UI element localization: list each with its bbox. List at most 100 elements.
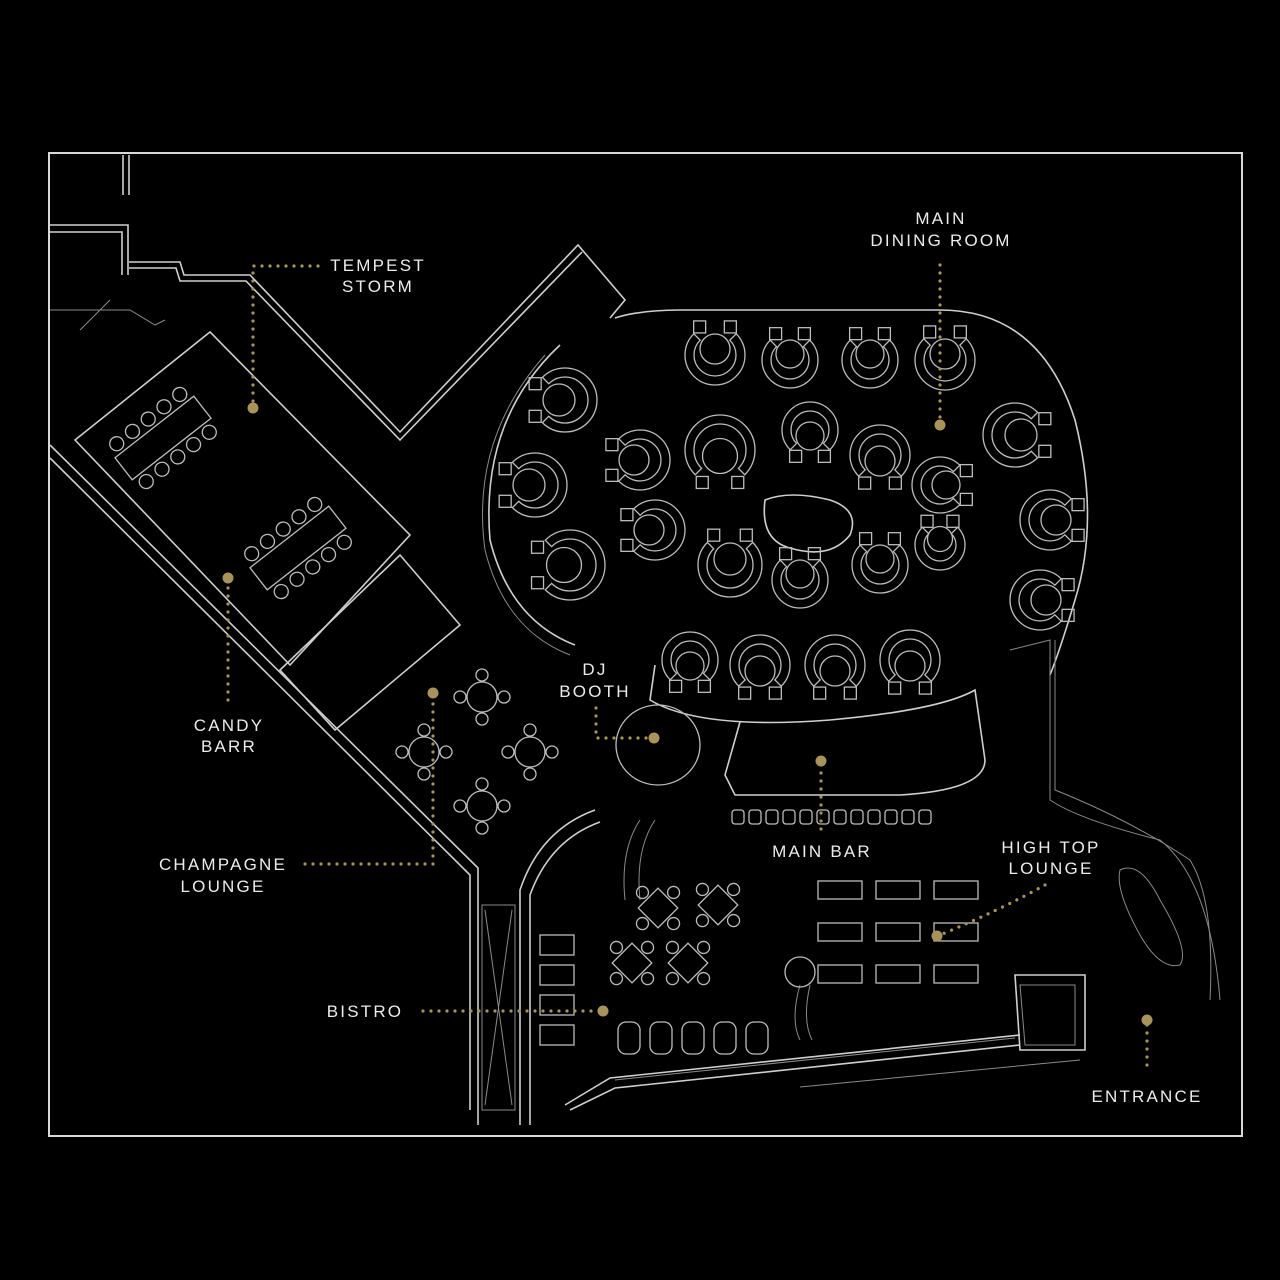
walls bbox=[49, 155, 1221, 1125]
booth bbox=[617, 429, 671, 491]
chair bbox=[695, 882, 710, 897]
bistro-table bbox=[539, 994, 575, 1016]
area-labels: MAIN DINING ROOM TEMPEST STORM CANDY BAR… bbox=[159, 209, 1200, 1106]
chair bbox=[453, 799, 467, 813]
bar-stool bbox=[867, 809, 881, 825]
high-top-table bbox=[875, 964, 921, 984]
chair bbox=[696, 940, 711, 955]
chair bbox=[201, 424, 217, 440]
high-top-table bbox=[875, 880, 921, 900]
chair bbox=[291, 509, 307, 525]
chair bbox=[498, 494, 512, 508]
table bbox=[864, 445, 896, 477]
chair bbox=[817, 449, 832, 463]
booth bbox=[1019, 489, 1073, 551]
booth bbox=[879, 629, 941, 683]
bistro-table bbox=[539, 1024, 575, 1046]
table bbox=[819, 655, 851, 687]
chair bbox=[920, 514, 934, 528]
chair bbox=[259, 533, 276, 550]
booth bbox=[511, 452, 568, 518]
chair bbox=[307, 496, 323, 513]
bar-stool bbox=[901, 809, 915, 825]
label-candy-barr-2: BARR bbox=[201, 737, 257, 756]
bar-stool bbox=[918, 809, 932, 825]
chair bbox=[953, 325, 967, 339]
table bbox=[699, 333, 731, 365]
chair bbox=[289, 571, 305, 587]
label-champagne-lounge-1: CHAMPAGNE bbox=[159, 855, 287, 874]
chair bbox=[731, 475, 745, 490]
bar-stool bbox=[884, 809, 898, 825]
chair bbox=[768, 686, 782, 700]
chair bbox=[848, 327, 863, 341]
table bbox=[894, 650, 926, 682]
table bbox=[466, 790, 498, 822]
chair bbox=[497, 799, 511, 813]
table bbox=[667, 942, 709, 984]
chair bbox=[140, 411, 156, 427]
bistro-booth bbox=[713, 1021, 737, 1055]
chair bbox=[620, 508, 634, 522]
table bbox=[633, 514, 665, 546]
bar-stool bbox=[782, 809, 796, 825]
chair bbox=[858, 476, 872, 490]
table bbox=[542, 383, 576, 417]
table bbox=[1030, 584, 1062, 616]
table bbox=[637, 887, 679, 929]
chair bbox=[185, 436, 202, 453]
chair bbox=[528, 377, 542, 391]
chair bbox=[813, 686, 827, 700]
table bbox=[855, 339, 885, 369]
chair bbox=[959, 492, 973, 507]
booth bbox=[911, 456, 961, 514]
label-main-bar: MAIN BAR bbox=[772, 842, 872, 861]
chair bbox=[609, 971, 624, 986]
chair bbox=[605, 438, 619, 452]
booth bbox=[914, 526, 966, 571]
chair bbox=[726, 882, 741, 897]
chair bbox=[497, 690, 511, 704]
bar-stool bbox=[850, 809, 864, 825]
bistro-booth bbox=[617, 1021, 641, 1055]
chair bbox=[109, 436, 125, 452]
table bbox=[775, 339, 805, 369]
chair bbox=[877, 327, 892, 341]
high-top-table bbox=[933, 964, 979, 984]
chair bbox=[475, 668, 489, 682]
chair bbox=[453, 690, 467, 704]
long-table bbox=[249, 505, 347, 591]
table bbox=[701, 437, 739, 475]
chair bbox=[1038, 412, 1052, 426]
label-champagne-lounge-2: LOUNGE bbox=[181, 877, 266, 896]
booth bbox=[729, 634, 791, 688]
bistro-booth bbox=[649, 1021, 673, 1055]
chair bbox=[788, 449, 803, 463]
chair bbox=[696, 971, 711, 986]
booth bbox=[982, 402, 1039, 468]
booth bbox=[849, 424, 911, 478]
table bbox=[408, 736, 440, 768]
table bbox=[785, 559, 815, 589]
table bbox=[865, 544, 895, 574]
booth bbox=[661, 631, 719, 681]
booth bbox=[1009, 569, 1063, 631]
chair bbox=[665, 971, 680, 986]
chair bbox=[170, 449, 186, 465]
chair bbox=[807, 547, 822, 561]
table bbox=[929, 338, 961, 370]
chair bbox=[666, 885, 681, 900]
chair bbox=[475, 777, 489, 791]
chair bbox=[888, 476, 902, 490]
booth bbox=[684, 332, 746, 386]
chair bbox=[244, 546, 260, 562]
chair bbox=[726, 913, 741, 928]
chair bbox=[858, 532, 873, 546]
table bbox=[675, 651, 705, 681]
chair bbox=[1071, 498, 1085, 512]
label-tempest-storm-1: TEMPEST bbox=[330, 256, 426, 275]
bistro-booth bbox=[681, 1021, 705, 1055]
booth bbox=[914, 337, 976, 391]
chair bbox=[172, 386, 188, 403]
high-top-table bbox=[817, 964, 863, 984]
